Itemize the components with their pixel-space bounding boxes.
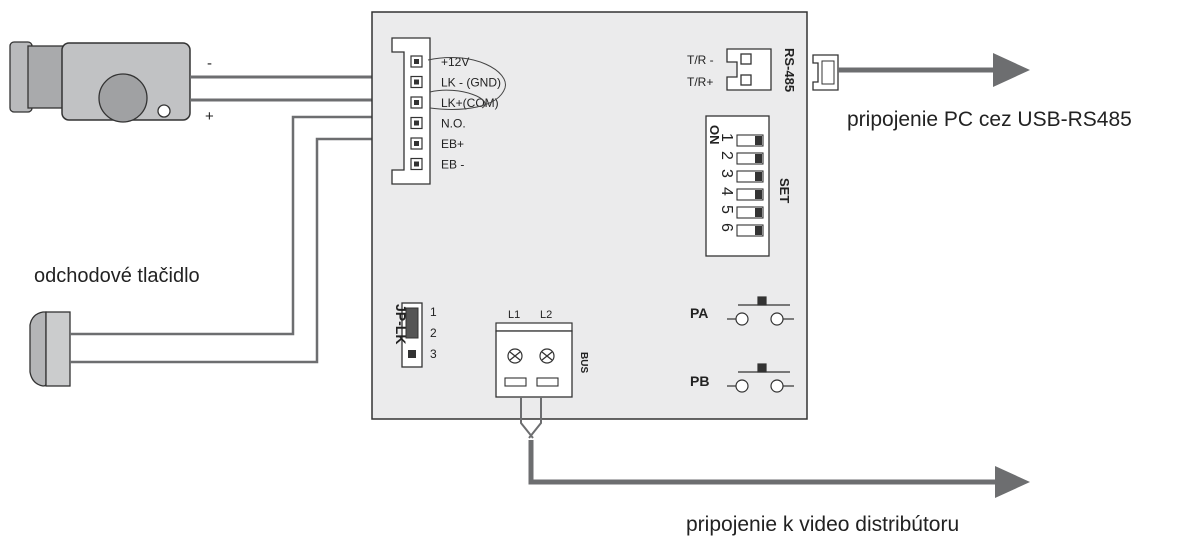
dip-slot xyxy=(736,224,764,237)
jp-lk-jumper xyxy=(401,302,423,368)
video-caption: pripojenie k video distribútoru xyxy=(686,513,959,536)
dip-number: 5 xyxy=(718,205,735,214)
terminal-pin-dot xyxy=(414,120,419,126)
jumper-pin-number: 1 xyxy=(430,305,437,319)
jumper-pin-number: 3 xyxy=(430,347,437,361)
rs485-title: RS-485 xyxy=(782,48,797,92)
terminal-label: N.O. xyxy=(441,117,466,131)
pc-caption: pripojenie PC cez USB-RS485 xyxy=(847,108,1132,131)
dip-on-label: ON xyxy=(707,125,722,145)
dip-slot xyxy=(736,170,764,183)
dip-switch xyxy=(705,115,770,257)
dip-knob xyxy=(755,154,762,163)
rs485-tr-plus: T/R+ xyxy=(687,75,713,89)
dip-set-label: SET xyxy=(777,178,792,203)
bus-l2-label: L2 xyxy=(540,309,552,321)
terminal-label: EB - xyxy=(441,158,464,172)
dip-number: 1 xyxy=(718,133,735,142)
terminal-label: EB+ xyxy=(441,137,464,151)
wire-loops xyxy=(427,56,506,110)
bus-label: BUS xyxy=(578,352,589,373)
dip-knob xyxy=(755,226,762,235)
terminal-connector xyxy=(391,37,431,185)
lock-wire-plus-label: + xyxy=(205,108,214,125)
exit-button-icon xyxy=(29,311,71,387)
terminal-label: +12V xyxy=(441,55,469,69)
dip-slot xyxy=(736,188,764,201)
dip-slot xyxy=(736,134,764,147)
video-arrow-icon xyxy=(995,466,1030,498)
terminal-pin-dot xyxy=(414,141,419,146)
exit-button-wires xyxy=(70,115,410,364)
terminal-pin-dot xyxy=(414,59,419,64)
dip-knob xyxy=(755,172,762,181)
dip-slot xyxy=(736,206,764,219)
terminal-label: LK - (GND) xyxy=(441,76,501,90)
jp-lk-title: JP-LK xyxy=(393,304,409,344)
bus-cable xyxy=(520,397,997,485)
dip-knob xyxy=(755,136,762,145)
bus-l1-label: L1 xyxy=(508,309,520,321)
pc-arrow-icon xyxy=(993,53,1030,87)
pb-label: PB xyxy=(690,373,709,389)
terminal-pin-dot xyxy=(414,100,419,105)
dip-number: 6 xyxy=(718,223,735,232)
electric-lock-icon xyxy=(9,41,191,123)
rs485-tr-minus: T/R - xyxy=(687,53,714,67)
dip-number: 2 xyxy=(718,151,735,160)
terminal-pin-dot xyxy=(414,161,419,167)
usb-plug-icon xyxy=(812,54,839,91)
lock-wire-minus-label: - xyxy=(207,55,212,72)
jumper-pin-number: 2 xyxy=(430,326,437,340)
rs485-connector xyxy=(726,48,772,91)
exit-button-caption: odchodové tlačidlo xyxy=(34,265,200,287)
terminal-pin-dot xyxy=(414,79,419,85)
bus-terminal xyxy=(495,322,573,398)
dip-knob xyxy=(755,190,762,199)
dip-number: 3 xyxy=(718,169,735,178)
pa-label: PA xyxy=(690,305,708,321)
pa-button-icon xyxy=(727,296,794,326)
dip-slot xyxy=(736,152,764,165)
pb-button-icon xyxy=(727,363,794,393)
dip-knob xyxy=(755,208,762,217)
dip-number: 4 xyxy=(718,187,735,196)
